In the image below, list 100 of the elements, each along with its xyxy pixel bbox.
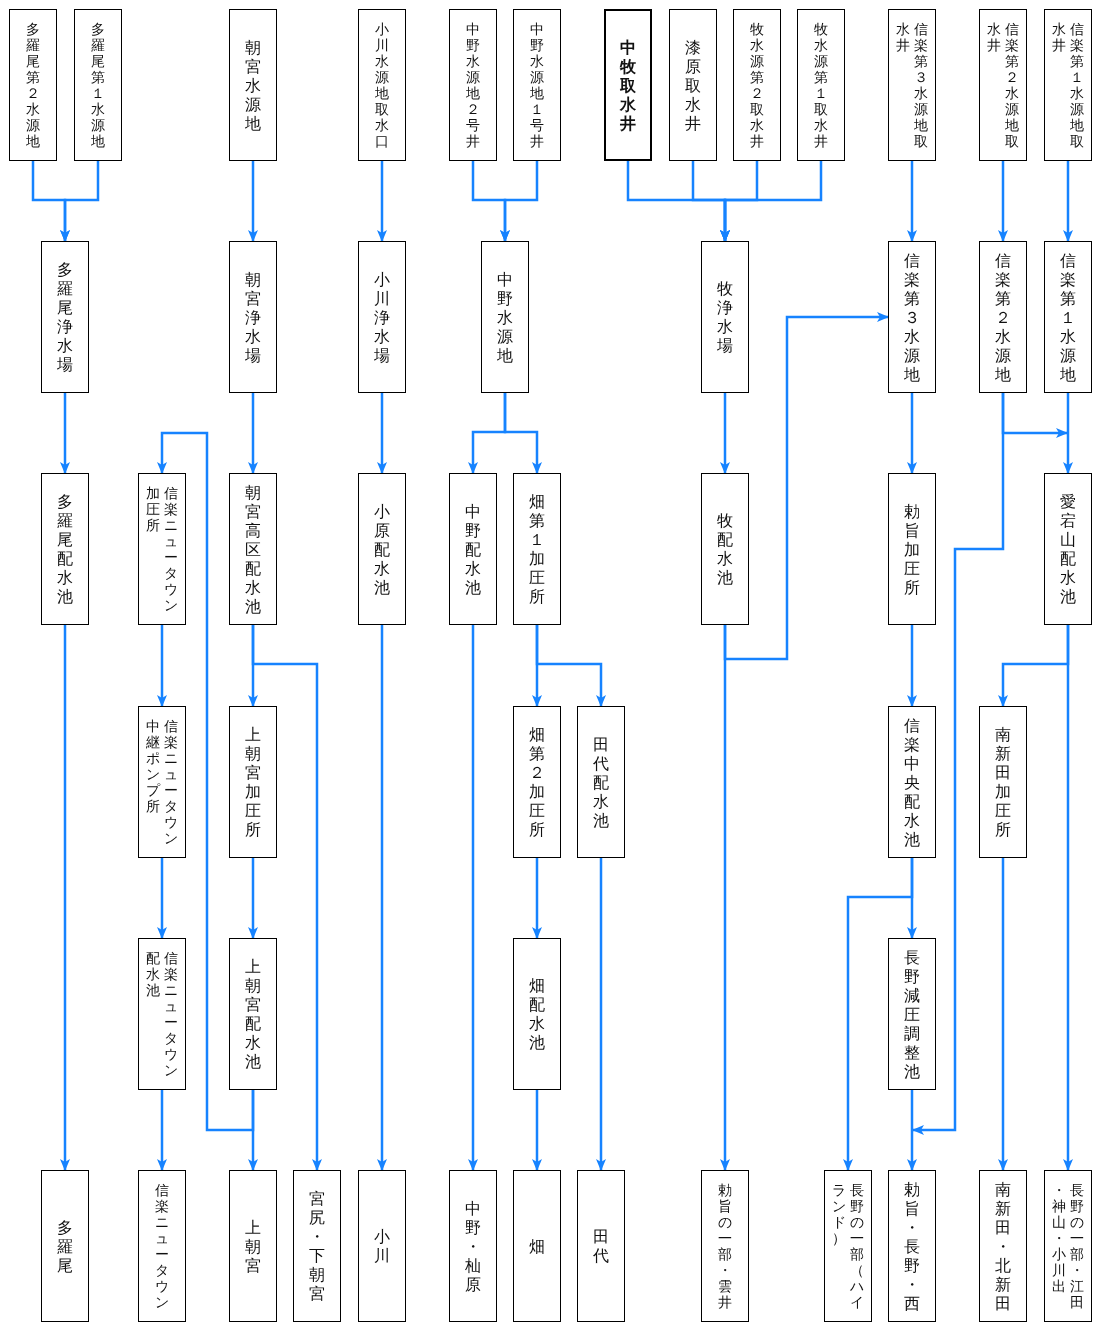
facility-label: 牧水源第１取水井 [814,21,828,149]
facility-label: 信楽第２水源地 [995,250,1011,384]
facility-label: 小川 [374,1227,390,1265]
arrow [500,161,539,242]
facility-box [888,1170,936,1322]
arrow [907,1090,917,1171]
facility-box [701,473,749,625]
facility-box [138,473,186,625]
arrow [251,625,322,1171]
arrow [248,393,258,474]
facility-box [358,241,406,393]
arrow [998,161,1008,242]
facility-label: 長野減圧調整池 [904,947,920,1081]
facility-label: 多羅尾 [57,1217,73,1275]
facility-box [229,706,277,858]
facility-label: 信楽第３水源地取水井 [896,21,928,149]
facility-label: 信楽第２水源地取水井 [987,21,1019,149]
facility-box [1044,241,1092,393]
facility-box [229,9,277,161]
facility-label: 中野水源地 [497,269,513,365]
facility-box [358,1170,406,1322]
facility-box [604,9,652,161]
facility-box [138,706,186,858]
facility-label: 漆原取水井 [685,37,701,133]
facility-box [797,9,845,161]
arrow [596,858,606,1171]
facility-box [888,473,936,625]
facility-box [701,241,749,393]
facility-box [979,706,1027,858]
arrow [720,161,823,242]
facility-box [577,706,625,858]
facility-box [1044,1170,1092,1322]
facility-box [229,473,277,625]
facility-box [41,1170,89,1322]
facility-label: 長野の一部・江田・神山・小川出 [1052,1182,1084,1310]
facility-box [41,473,89,625]
facility-box [701,1170,749,1322]
facility-box [1044,9,1092,161]
facility-label: 多羅尾第２水源地 [26,21,40,149]
facility-box [888,9,936,161]
facility-label: 朝宮水源地 [245,37,261,133]
facility-label: 小川浄水場 [374,269,390,365]
arrow [1063,393,1073,474]
arrow [60,161,100,242]
arrow [723,312,889,661]
facility-box [577,1170,625,1322]
facility-label: 牧配水池 [717,511,733,587]
facility-label: 小川水源地取水口 [375,21,389,149]
arrow [248,161,258,242]
facility-label: 信楽ニュータウン中継ポンプ所 [146,718,178,846]
facility-label: 多羅尾浄水場 [57,260,73,374]
arrow [248,1090,258,1171]
arrow [377,625,387,1171]
arrow [60,625,70,1171]
arrow [532,1090,542,1171]
facility-label: 宮尻・下朝宮 [309,1189,325,1303]
facility-box [979,1170,1027,1322]
facility-label: 南新田・北新田 [995,1179,1011,1313]
facility-box [824,1170,872,1322]
facility-box [481,241,529,393]
facility-box [1044,473,1092,625]
facility-label: 勅旨加圧所 [904,501,920,597]
facility-label: 信楽第１水源地取水井 [1052,21,1084,149]
arrow [60,393,70,474]
facility-box [733,9,781,161]
facility-label: 畑 [529,1236,545,1256]
facility-box [293,1170,341,1322]
arrow [377,393,387,474]
facility-box [449,473,497,625]
facility-label: 中野水源地１号井 [530,21,544,149]
facility-label: 中野水源地２号井 [466,21,480,149]
facility-label: 朝宮浄水場 [245,269,261,365]
facility-label: 信楽中央配水池 [904,715,920,849]
facility-box [979,241,1027,393]
facility-box [888,241,936,393]
arrow [843,858,914,1171]
facility-box [138,1170,186,1322]
arrow [157,858,167,939]
facility-box [449,1170,497,1322]
facility-box [74,9,122,161]
arrow [377,161,387,242]
facility-box [513,473,561,625]
arrow [907,161,917,242]
facility-box [9,9,57,161]
arrow [503,393,542,474]
facility-box [229,938,277,1090]
facility-box [888,706,936,858]
facility-label: 中牧取水井 [620,37,636,133]
facility-label: 畑第１加圧所 [529,492,545,606]
arrow [532,858,542,939]
arrow [720,625,730,1171]
arrow [468,625,478,1171]
facility-label: 上朝宮加圧所 [245,725,261,839]
facility-box [979,9,1027,161]
facility-box [358,473,406,625]
facility-label: 中野配水池 [465,501,481,597]
facility-box [229,1170,277,1322]
arrow [907,625,917,707]
arrow [998,858,1008,1171]
facility-label: 愛宕山配水池 [1060,492,1076,606]
